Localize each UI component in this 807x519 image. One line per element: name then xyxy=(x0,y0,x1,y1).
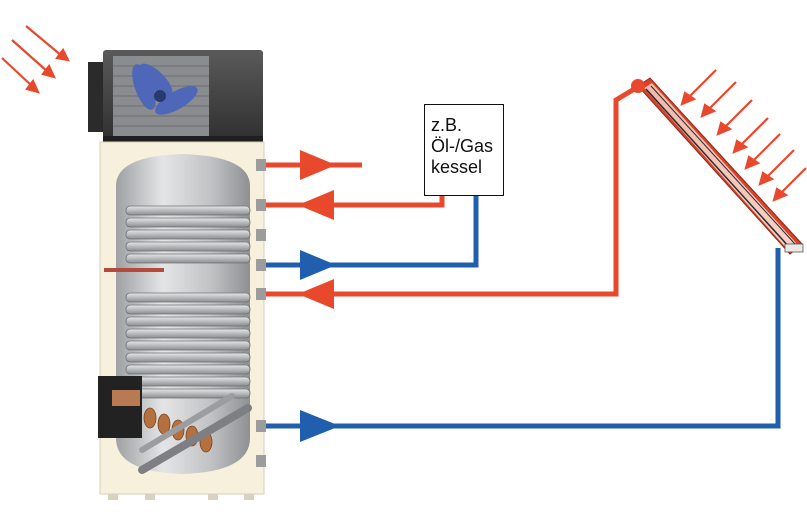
storage-tank xyxy=(98,141,266,500)
hot-water-outlet-arrow xyxy=(266,150,362,180)
heat-pump-unit xyxy=(88,50,263,142)
boiler-label-box: z.B. Öl-/Gas kessel xyxy=(424,104,504,196)
upper-heat-exchanger-coil xyxy=(125,205,251,264)
solar-flow-pipe xyxy=(266,85,638,309)
boiler-return-pipe xyxy=(266,196,479,280)
arrow-icon xyxy=(300,410,340,442)
sun-rays-icon xyxy=(1,25,70,94)
arrow-icon xyxy=(298,190,334,220)
sun-rays-icon xyxy=(680,69,807,202)
boiler-label-line-2: Öl-/Gas xyxy=(431,136,494,156)
boiler-label-line-3: kessel xyxy=(431,157,483,177)
boiler-flow-pipe xyxy=(266,190,445,220)
fan-icon xyxy=(132,63,198,115)
arrow-icon xyxy=(300,250,336,280)
solar-return-pipe xyxy=(266,248,781,442)
electric-heater-element xyxy=(98,376,252,474)
solar-collector xyxy=(631,77,804,255)
arrow-icon xyxy=(298,279,334,309)
boiler-label-line-1: z.B. xyxy=(431,115,463,135)
arrow-icon xyxy=(300,150,336,180)
solar-heat-exchanger-coil xyxy=(125,292,251,399)
